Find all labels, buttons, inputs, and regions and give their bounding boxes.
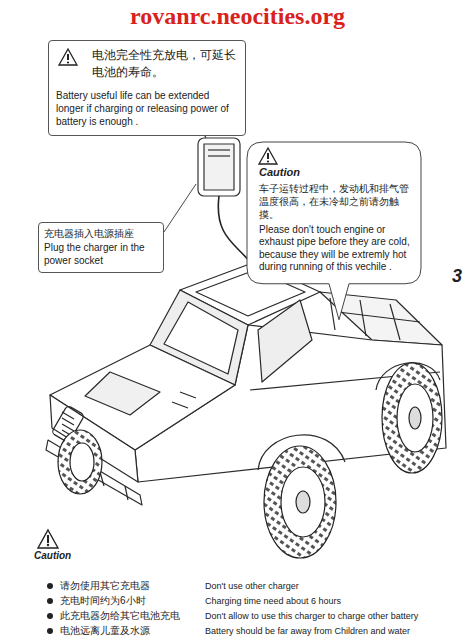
note-cn: 请勿使用其它充电器 bbox=[60, 580, 200, 592]
bullet bbox=[47, 598, 53, 604]
charger-cable bbox=[218, 196, 250, 262]
bullet bbox=[47, 583, 53, 589]
wheel bbox=[58, 363, 442, 558]
caution-text-en: Please don't touch engine or exhaust pip… bbox=[259, 224, 411, 274]
caution-bubble: Caution 车子运转过程中，发动机和排气管温度很高，在未冷却之前请勿触摸。Pl… bbox=[247, 142, 421, 284]
wheel bbox=[296, 491, 310, 513]
warning-icon bbox=[267, 160, 269, 162]
truck-body bbox=[258, 300, 312, 382]
warning-icon bbox=[67, 54, 69, 60]
wheel bbox=[397, 384, 433, 452]
truck-body bbox=[85, 372, 160, 415]
warning-icon bbox=[59, 49, 77, 65]
charger bbox=[198, 126, 240, 196]
wheel bbox=[70, 443, 94, 481]
leader-line bbox=[164, 184, 196, 232]
warning-icon bbox=[259, 148, 277, 164]
wheel bbox=[382, 363, 442, 473]
note-box: 电池完全性充放电，可延长电池的寿命。 Battery useful life ca… bbox=[48, 40, 246, 136]
icon-layer bbox=[49, 41, 247, 187]
charger bbox=[204, 144, 234, 190]
caution-text-cn: 车子运转过程中，发动机和排气管温度很高，在未冷却之前请勿触摸。 bbox=[259, 182, 411, 221]
warning-icon bbox=[47, 544, 49, 546]
wheel bbox=[58, 430, 102, 494]
note-en: Charging time need about 6 hours bbox=[205, 596, 469, 607]
truck-body bbox=[172, 392, 196, 408]
warning-icon bbox=[38, 530, 58, 548]
speech-bubble bbox=[247, 142, 421, 320]
instruction-text-en: Plug the charger in the power socket bbox=[44, 242, 158, 267]
wheel bbox=[264, 446, 336, 558]
bullet bbox=[47, 628, 53, 634]
caution-heading: Caution bbox=[259, 166, 411, 180]
warning-icon bbox=[259, 148, 277, 164]
charger bbox=[208, 149, 230, 150]
instruction-box: 充电器插入电源插座 Plug the charger in the power s… bbox=[38, 222, 164, 273]
warning-icon bbox=[67, 61, 69, 63]
warning-icon bbox=[47, 535, 49, 543]
bullet bbox=[47, 613, 53, 619]
wheel bbox=[409, 407, 421, 429]
caution-heading: Caution bbox=[34, 550, 114, 562]
wheel bbox=[281, 467, 325, 537]
note-en: Battery should be far away from Children… bbox=[205, 626, 469, 637]
warning-icon bbox=[38, 530, 58, 548]
note-en: Don't use other charger bbox=[205, 581, 469, 592]
charger bbox=[198, 138, 240, 196]
note-cn: 电池远离儿童及水源 bbox=[60, 625, 200, 637]
page-number: 3 bbox=[452, 266, 470, 288]
note-text-cn: 电池完全性充放电，可延长电池的寿命。 bbox=[92, 47, 238, 81]
watermark: rovanrc.neocities.org bbox=[0, 2, 475, 31]
note-text-en: Battery useful life can be extended long… bbox=[56, 89, 238, 128]
charger bbox=[208, 155, 230, 156]
warning-icon bbox=[267, 153, 269, 159]
warning-icon bbox=[59, 49, 77, 65]
truck-body bbox=[46, 262, 446, 505]
note-cn: 此充电器勿给其它电池充电 bbox=[60, 610, 200, 622]
instruction-text-cn: 充电器插入电源插座 bbox=[44, 227, 158, 240]
bullet bbox=[47, 583, 53, 634]
note-cn: 充电时间约为6小时 bbox=[60, 595, 200, 607]
note-en: Don't allow to use this charger to charg… bbox=[205, 611, 469, 622]
